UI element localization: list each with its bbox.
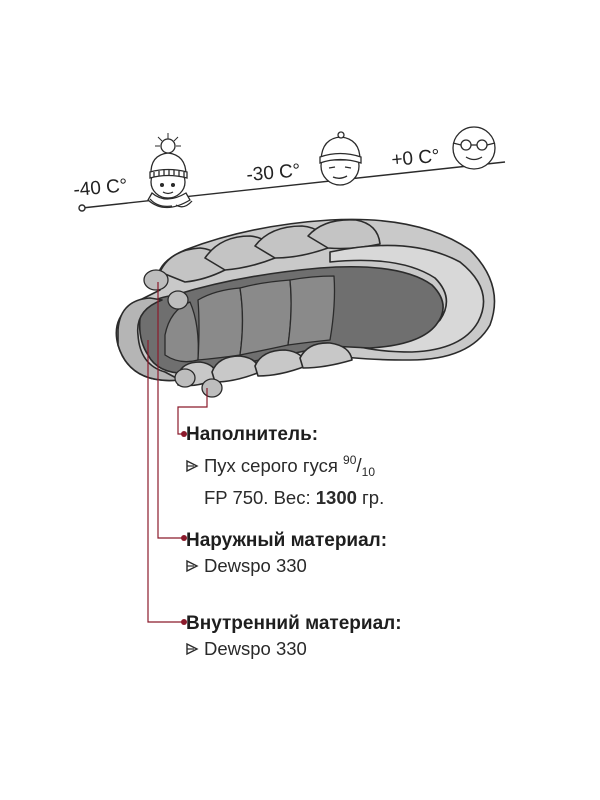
filling-fp-weight-prefix: FP 750. Вес: (204, 487, 316, 508)
filling-callout: Наполнитель: Пух серого гуся 90/10 FP 75… (186, 423, 384, 511)
temp-label-minus40: -40 C° (73, 175, 129, 201)
filling-line-1: Пух серого гуся 90/10 (186, 447, 384, 485)
arrow-bullet-icon (186, 459, 199, 473)
top-baffles (159, 219, 381, 283)
temp-label-zero: +0 C° (391, 146, 441, 171)
leader-dots (181, 431, 187, 625)
filling-weight-value: 1300 (315, 487, 357, 508)
temp-label-minus30: -30 C° (246, 160, 302, 186)
arrow-bullet-icon (186, 642, 199, 656)
filling-fraction-slash: / (356, 456, 362, 477)
temperature-scale: -40 C° -30 C° +0 C° (73, 126, 506, 212)
leader-lines (147, 282, 208, 623)
outer-shell-band (329, 244, 485, 353)
sleeping-bag-cross-section (115, 218, 496, 398)
beanie-face-icon (319, 131, 362, 186)
winter-hat-scarf-face-icon (147, 133, 193, 209)
inner-material-leader (147, 340, 184, 623)
filling-weight-unit: гр. (356, 487, 385, 508)
filling-fraction-top: 90 (343, 453, 357, 467)
outer-material-callout: Наружный материал: Dewspo 330 (186, 529, 387, 579)
inner-material-title: Внутренний материал: (186, 613, 402, 634)
filling-line-2: FP 750. Вес: 1300 гр. (186, 485, 384, 511)
inner-baffles (164, 275, 336, 363)
outer-material-leader (157, 282, 184, 539)
outer-material-line: Dewspo 330 (186, 553, 387, 579)
outer-material-value: Dewspo 330 (204, 555, 307, 576)
sunglasses-face-icon (452, 126, 496, 170)
arrow-bullet-icon (186, 559, 199, 573)
cut-baffle-sections (143, 269, 223, 398)
filling-fraction-bottom: 10 (361, 465, 376, 479)
inner-material-callout: Внутренний материал: Dewspo 330 (186, 612, 402, 662)
inner-material-value: Dewspo 330 (204, 638, 307, 659)
filling-title: Наполнитель: (186, 424, 319, 445)
temperature-scale-start-dot (78, 204, 86, 212)
bag-opening-rim (117, 297, 181, 382)
filling-leader (177, 388, 208, 435)
inner-material-line: Dewspo 330 (186, 636, 402, 662)
filling-material: Пух серого гуся (204, 455, 338, 476)
outer-material-title: Наружный материал: (186, 530, 388, 551)
